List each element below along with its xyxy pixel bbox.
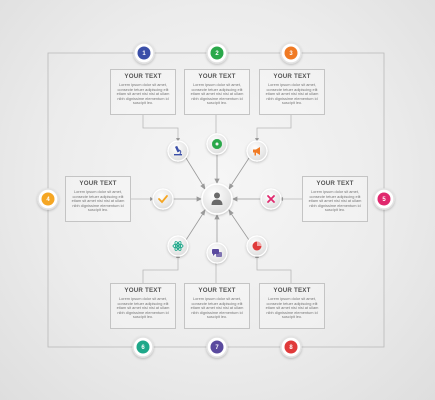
icon-node-8 <box>246 235 268 257</box>
text-box-title: YOUR TEXT <box>79 180 117 187</box>
center-node-circle <box>201 183 233 215</box>
box-connectors <box>131 115 302 283</box>
text-box-title: YOUR TEXT <box>124 287 162 294</box>
badge-dot <box>210 340 224 354</box>
icon-node-circle <box>152 188 174 210</box>
arrow-3 <box>229 157 250 188</box>
badge-number: 8 <box>289 345 293 351</box>
text-box-body: Lorem ipsum dolor sit amet, consecte tet… <box>308 189 362 213</box>
number-badges: 1 2 3 4 5 6 7 8 <box>37 42 395 358</box>
badge-dot <box>284 46 298 60</box>
arrowhead-2 <box>214 178 220 184</box>
megaphone-icon <box>253 147 260 156</box>
text-box-1: YOUR TEXT Lorem ipsum dolor sit amet, co… <box>110 69 176 115</box>
arrowhead-6 <box>200 209 206 216</box>
connector-box6 <box>142 256 179 283</box>
number-badge-8: 8 <box>280 336 302 358</box>
icon-node-5 <box>260 188 282 210</box>
gear-icon <box>212 139 222 149</box>
connector-box1 <box>142 115 179 140</box>
arrow-8 <box>229 211 250 241</box>
text-box-title: YOUR TEXT <box>273 287 311 294</box>
frame-top-line <box>47 52 138 191</box>
number-badge-2: 2 <box>206 42 228 64</box>
pie-chart-icon <box>252 241 262 251</box>
text-box-body: Lorem ipsum dolor sit amet, consecte tet… <box>265 296 319 320</box>
badge-number: 3 <box>289 51 293 57</box>
text-box-body: Lorem ipsum dolor sit amet, consecte tet… <box>265 82 319 106</box>
chat-icon <box>212 249 222 257</box>
arrowhead-8 <box>228 209 234 216</box>
text-box-6: YOUR TEXT Lorem ipsum dolor sit amet, co… <box>110 283 176 329</box>
number-badge-5: 5 <box>373 188 395 210</box>
text-box-2: YOUR TEXT Lorem ipsum dolor sit amet, co… <box>184 69 250 115</box>
badge-dot <box>377 192 391 206</box>
text-box-8: YOUR TEXT Lorem ipsum dolor sit amet, co… <box>259 283 325 329</box>
icon-node-4 <box>152 188 174 210</box>
connector-box8 <box>256 256 292 283</box>
microscope-icon <box>174 145 182 156</box>
arrowhead-7 <box>214 214 220 220</box>
frame-bottom-right-line <box>298 207 385 348</box>
icon-node-7 <box>206 242 228 264</box>
text-box-title: YOUR TEXT <box>273 73 311 80</box>
arrowhead-5 <box>232 196 238 202</box>
text-box-title: YOUR TEXT <box>316 180 354 187</box>
icon-node-3 <box>246 140 268 162</box>
icon-node-6 <box>167 235 189 257</box>
node-arrowhead-1 <box>176 138 180 142</box>
node-arrowhead-4 <box>150 197 154 201</box>
number-badge-6: 6 <box>132 336 154 358</box>
connector-box3 <box>256 115 292 140</box>
center-arrows <box>173 153 262 244</box>
text-box-4: YOUR TEXT Lorem ipsum dolor sit amet, co… <box>65 176 131 222</box>
badge-number: 5 <box>382 197 386 203</box>
arrow-6 <box>185 211 205 241</box>
frame-top-right-line <box>298 52 385 191</box>
center-node <box>201 183 233 215</box>
badge-number: 2 <box>215 51 219 57</box>
text-box-5: YOUR TEXT Lorem ipsum dolor sit amet, co… <box>302 176 368 222</box>
frame-bottom-left-line <box>47 207 137 348</box>
node-arrowhead-3 <box>255 138 259 142</box>
text-box-body: Lorem ipsum dolor sit amet, consecte tet… <box>116 296 170 320</box>
badge-number: 4 <box>46 197 50 203</box>
badge-number: 1 <box>142 51 146 57</box>
icon-node-1 <box>167 140 189 162</box>
text-box-body: Lorem ipsum dolor sit amet, consecte tet… <box>71 189 125 213</box>
number-badge-1: 1 <box>133 42 155 64</box>
text-box-7: YOUR TEXT Lorem ipsum dolor sit amet, co… <box>184 283 250 329</box>
arrowhead-4 <box>196 196 202 202</box>
badge-dot <box>137 46 151 60</box>
text-box-body: Lorem ipsum dolor sit amet, consecte tet… <box>190 296 244 320</box>
number-badge-3: 3 <box>280 42 302 64</box>
badge-number: 6 <box>141 345 145 351</box>
badge-dot <box>41 192 55 206</box>
text-box-body: Lorem ipsum dolor sit amet, consecte tet… <box>116 82 170 106</box>
badge-dot <box>284 340 298 354</box>
user-icon-body <box>211 199 223 205</box>
arrow-1 <box>185 157 205 188</box>
text-box-3: YOUR TEXT Lorem ipsum dolor sit amet, co… <box>259 69 325 115</box>
user-icon-head <box>214 192 220 199</box>
icon-node-2 <box>206 133 228 155</box>
number-badge-4: 4 <box>37 188 59 210</box>
frame-lines <box>47 52 385 348</box>
badge-dot <box>210 46 224 60</box>
user-icon <box>211 192 223 205</box>
arrowhead-3 <box>228 183 234 190</box>
close-icon <box>267 195 275 203</box>
arrowhead-1 <box>200 183 206 190</box>
number-badge-7: 7 <box>206 336 228 358</box>
icon-nodes <box>152 133 282 264</box>
text-box-title: YOUR TEXT <box>124 73 162 80</box>
text-box-body: Lorem ipsum dolor sit amet, consecte tet… <box>190 82 244 106</box>
text-box-title: YOUR TEXT <box>198 73 236 80</box>
badge-number: 7 <box>215 345 219 351</box>
atom-icon <box>172 241 184 251</box>
checkmark-icon <box>158 195 168 204</box>
badge-dot <box>136 340 150 354</box>
text-box-title: YOUR TEXT <box>198 287 236 294</box>
